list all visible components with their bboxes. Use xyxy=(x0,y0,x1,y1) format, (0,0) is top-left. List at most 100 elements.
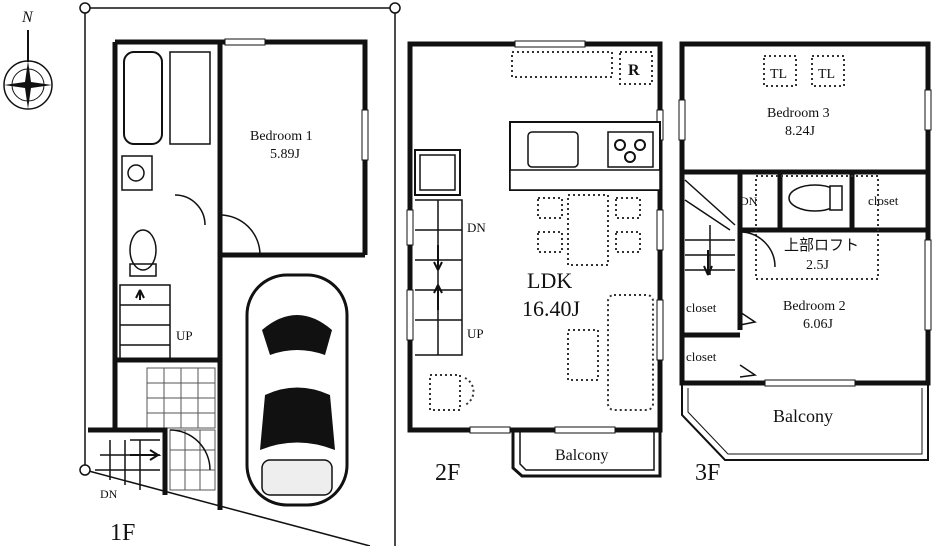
site-boundary-diagonal xyxy=(84,469,371,546)
arrow-right-icon xyxy=(130,449,162,461)
floor-1: UP DN Bedroom 1 5.89J 1F xyxy=(79,2,401,546)
bedroom3-name: Bedroom 3 xyxy=(767,106,830,121)
boundary-marker xyxy=(79,2,91,14)
fridge-space xyxy=(619,51,653,85)
closet-door-marks xyxy=(739,311,758,378)
car-icon xyxy=(245,273,349,507)
bathtub-icon xyxy=(123,51,163,145)
loft-area xyxy=(755,175,879,280)
stairs-up-label-2f: UP xyxy=(467,326,484,341)
window xyxy=(678,99,686,141)
bedroom2-name: Bedroom 2 xyxy=(783,299,846,314)
bedroom1-name: Bedroom 1 xyxy=(250,129,313,144)
stairs-up-label: UP xyxy=(176,328,193,343)
boundary-marker xyxy=(79,464,91,476)
compass-star-icon xyxy=(4,61,52,109)
balcony-2f xyxy=(511,432,662,478)
bedroom3-size: 8.24J xyxy=(785,124,816,139)
stairs-2f xyxy=(414,149,463,356)
window xyxy=(656,209,664,251)
fridge-label: R xyxy=(628,62,640,79)
toilet-icon xyxy=(129,229,157,271)
loft-name: 上部ロフト xyxy=(784,237,859,254)
arrow-down-icon xyxy=(703,250,713,276)
toplight-2 xyxy=(811,55,845,87)
boundary-marker xyxy=(389,2,401,14)
arrow-down-icon xyxy=(433,245,443,271)
stairs-3f xyxy=(684,179,736,276)
window xyxy=(554,426,616,434)
bedroom2-size: 6.06J xyxy=(803,317,834,332)
window xyxy=(656,299,664,361)
arrow-up-icon xyxy=(135,289,145,300)
furniture-outline xyxy=(464,377,475,406)
door-swing xyxy=(739,231,776,268)
kitchen-counter xyxy=(509,121,661,191)
floor-2: R DN UP LDK 16.40J Ba xyxy=(406,40,664,486)
north-label: N xyxy=(21,9,34,26)
dining-chair xyxy=(615,197,641,219)
arrow-up-icon xyxy=(433,284,443,310)
floor2-label: 2F xyxy=(435,460,460,486)
cupboard-outline xyxy=(511,51,613,78)
closet-2-label: closet xyxy=(686,349,717,364)
stairs-1f xyxy=(119,284,171,361)
bedroom1-size: 5.89J xyxy=(270,147,301,162)
coffee-table xyxy=(567,329,599,381)
dining-table xyxy=(567,194,609,266)
window xyxy=(924,89,932,131)
floor1-label: 1F xyxy=(110,520,135,546)
stairs-down-label: DN xyxy=(100,487,118,501)
entrance-tiles xyxy=(146,367,216,491)
ldk-size: 16.40J xyxy=(522,296,581,321)
walls-3f xyxy=(679,41,931,386)
sink-basin xyxy=(127,164,145,182)
floor3-label: 3F xyxy=(695,460,720,486)
stair-wall xyxy=(88,427,168,495)
walls-2f xyxy=(407,41,663,433)
furniture-outline xyxy=(429,374,461,411)
stairs-down-label-2f: DN xyxy=(467,220,486,235)
window xyxy=(514,40,586,48)
dining-chair xyxy=(537,197,563,219)
dining-chair xyxy=(537,231,563,253)
balcony-3f-inner xyxy=(687,388,923,455)
balcony-2f-inner xyxy=(519,432,655,471)
door-swing xyxy=(169,429,211,471)
window xyxy=(224,38,266,46)
door-swing xyxy=(174,194,206,226)
walls-1f xyxy=(112,39,368,510)
window xyxy=(361,109,369,161)
toilet-tank xyxy=(129,263,157,277)
toplight-1 xyxy=(763,55,797,87)
washroom-area xyxy=(169,51,211,145)
closet-top-label: closet xyxy=(868,193,899,208)
kitchen-sink-icon xyxy=(527,131,579,168)
stove-icon xyxy=(607,131,654,168)
window xyxy=(406,209,414,246)
window xyxy=(406,289,414,341)
site-boundary xyxy=(84,7,396,546)
interior-walls-3f xyxy=(679,169,928,383)
balcony-3f xyxy=(681,385,929,461)
compass: N xyxy=(3,9,53,110)
ldk-name: LDK xyxy=(527,268,572,293)
door-swing xyxy=(219,214,261,256)
toilet-walls-3f xyxy=(777,172,855,228)
stairs-down-1f xyxy=(95,439,160,490)
window xyxy=(924,239,932,331)
stairs-down-label-3f: DN xyxy=(740,194,758,208)
sofa xyxy=(607,294,654,411)
toplight-2-label: TL xyxy=(818,67,835,82)
floor-3: TL TL Bedroom 3 8.24J DN closet 上部ロフト 2.… xyxy=(678,41,932,486)
balcony-3f-label: Balcony xyxy=(773,406,833,426)
balcony-2f-label: Balcony xyxy=(555,447,608,464)
window xyxy=(764,379,856,387)
dining-chair xyxy=(615,231,641,253)
toplight-1-label: TL xyxy=(770,67,787,82)
closet-1-label: closet xyxy=(686,300,717,315)
sink-icon xyxy=(121,155,153,191)
toilet-3f-tank xyxy=(829,185,843,211)
loft-size: 2.5J xyxy=(806,258,830,273)
